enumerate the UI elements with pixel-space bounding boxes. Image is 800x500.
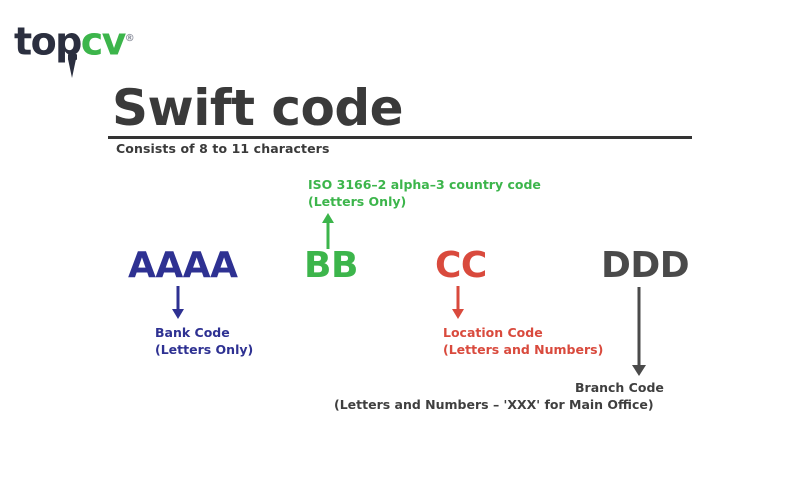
arrow-down-branch xyxy=(631,287,647,376)
arrow-head xyxy=(172,309,184,319)
callout-branch-line-1: Branch Code xyxy=(575,380,664,395)
arrow-shaft xyxy=(176,286,180,311)
code-segment-location: CC xyxy=(435,245,487,286)
title-divider xyxy=(108,136,692,139)
callout-branch-code-detail: (Letters and Numbers – 'XXX' for Main Of… xyxy=(334,396,654,413)
callout-bank-code: Bank Code (Letters Only) xyxy=(155,324,253,358)
necktie-knot xyxy=(68,54,77,60)
arrow-up-country xyxy=(320,213,336,249)
code-segment-branch: DDD xyxy=(601,245,690,286)
callout-bank-line-1: Bank Code xyxy=(155,325,230,340)
code-segment-bank: AAAA xyxy=(128,245,238,286)
callout-country-line-1: ISO 3166–2 alpha–3 country code xyxy=(308,177,541,192)
callout-branch-code: Branch Code xyxy=(575,379,664,396)
arrow-head xyxy=(452,309,464,319)
arrow-head xyxy=(322,213,334,223)
arrow-shaft xyxy=(637,287,641,366)
logo-text-cv: cv xyxy=(80,19,127,64)
callout-branch-line-2: (Letters and Numbers – 'XXX' for Main Of… xyxy=(334,397,654,412)
arrow-head xyxy=(632,365,646,376)
arrow-down-bank xyxy=(170,286,186,319)
page-subtitle: Consists of 8 to 11 characters xyxy=(116,141,330,156)
arrow-shaft xyxy=(456,286,460,311)
necktie-blade xyxy=(68,59,76,78)
logo-wordmark: topcv® xyxy=(14,18,135,63)
arrow-shaft xyxy=(326,222,330,249)
code-segment-country: BB xyxy=(304,245,358,286)
callout-location-code: Location Code (Letters and Numbers) xyxy=(443,324,603,358)
topcv-logo[interactable]: topcv® xyxy=(14,18,194,78)
callout-location-line-2: (Letters and Numbers) xyxy=(443,342,604,357)
registered-mark-icon: ® xyxy=(124,33,135,44)
callout-location-line-1: Location Code xyxy=(443,325,543,340)
callout-country-code: ISO 3166–2 alpha–3 country code (Letters… xyxy=(308,176,541,210)
callout-country-line-2: (Letters Only) xyxy=(308,194,407,209)
callout-bank-line-2: (Letters Only) xyxy=(155,342,254,357)
arrow-down-location xyxy=(450,286,466,319)
page-title: Swift code xyxy=(112,79,404,137)
